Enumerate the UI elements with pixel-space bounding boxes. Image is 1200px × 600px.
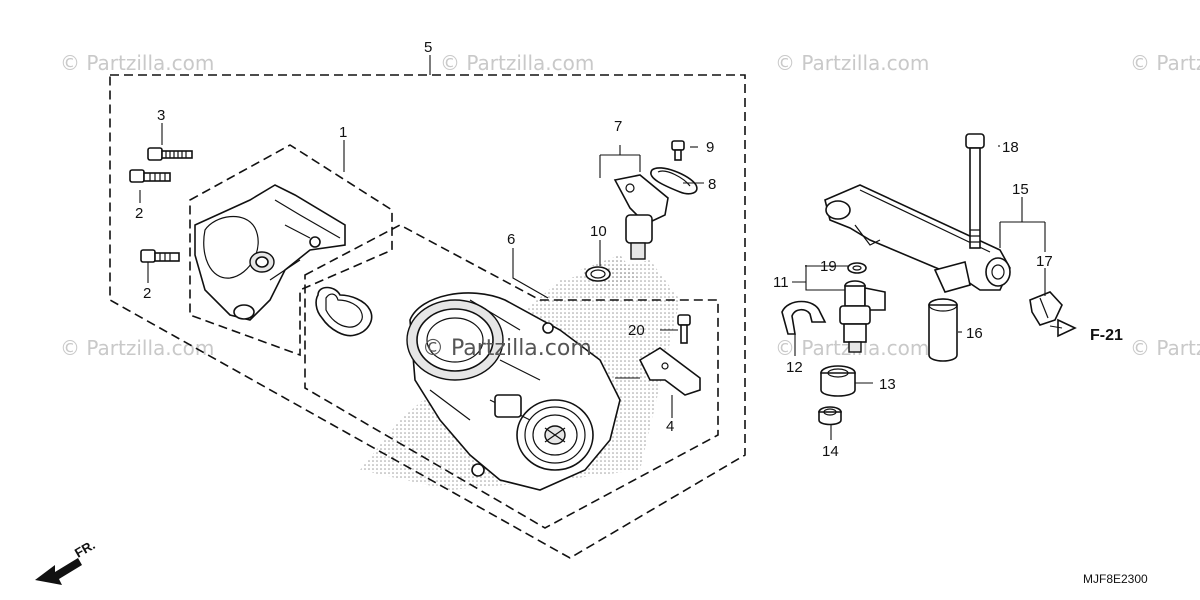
watermark-text: © Partzilla.com (775, 51, 929, 75)
callout-7: 7 (614, 118, 622, 135)
throttle-body-box-6 (304, 224, 719, 529)
callout-5: 5 (424, 39, 432, 56)
callout-16: 16 (966, 325, 983, 342)
sensor-7 (613, 174, 669, 260)
callout-15: 15 (1012, 181, 1029, 198)
callout-1: 1 (339, 124, 347, 141)
callout-2: 2 (135, 205, 143, 222)
reference-label: F-21 (1090, 327, 1123, 344)
callout-3: 3 (157, 107, 165, 124)
diagram-code: MJF8E2300 (1083, 572, 1148, 586)
front-arrow (35, 558, 82, 585)
callout-9: 9 (706, 139, 714, 156)
callout-18: 18 (1002, 139, 1019, 156)
callout-14: 14 (822, 443, 839, 460)
bracket-4 (638, 347, 701, 396)
callout-4: 4 (666, 418, 674, 435)
callout-12: 12 (786, 359, 803, 376)
front-label: FR. (72, 537, 98, 560)
fuel-rail-15 (824, 184, 1011, 293)
callouts: 5 1 3 2 2 6 7 9 8 10 20 4 18 15 17 16 19… (135, 39, 1053, 460)
bolt-18 (965, 133, 985, 249)
clip-12 (781, 300, 827, 335)
part-1-box (189, 144, 393, 357)
injector-11 (839, 280, 886, 353)
collar-16 (928, 298, 958, 362)
seal-ring-14 (818, 406, 842, 426)
callout-8: 8 (708, 176, 716, 193)
throttle-body-6 (406, 292, 621, 491)
reference-arrow (1049, 318, 1077, 338)
screw-9 (671, 140, 685, 161)
clip-17 (1029, 291, 1063, 326)
cover-part-1 (194, 184, 346, 321)
watermark-text: © Partzilla.com (1130, 51, 1200, 75)
cushion-13 (820, 365, 856, 397)
callout-10: 10 (590, 223, 607, 240)
callout-19: 19 (820, 258, 837, 275)
callout-11: 11 (773, 274, 789, 291)
washer-19 (847, 262, 867, 274)
watermark-text: © Partzilla.com (60, 336, 214, 360)
watermark-text: © Partzilla.com (1130, 336, 1200, 360)
bolt-3 (147, 147, 193, 161)
callout-13: 13 (879, 376, 896, 393)
watermark-text: © Partzilla.com (60, 51, 214, 75)
callout-6: 6 (507, 231, 515, 248)
bolt-20 (677, 314, 691, 344)
assembly-box-5 (109, 74, 746, 559)
callout-17: 17 (1036, 253, 1053, 270)
callout-2: 2 (143, 285, 151, 302)
bolt-2-upper (129, 169, 171, 183)
gasket (315, 286, 373, 337)
o-ring-8 (650, 167, 698, 195)
bolt-2-lower (140, 249, 180, 263)
o-ring-10 (585, 266, 611, 282)
leader-lines (139, 55, 1046, 440)
center-watermark: © Partzilla.com (422, 336, 592, 361)
callout-20: 20 (628, 322, 645, 339)
watermark-text: © Partzilla.com (440, 51, 594, 75)
